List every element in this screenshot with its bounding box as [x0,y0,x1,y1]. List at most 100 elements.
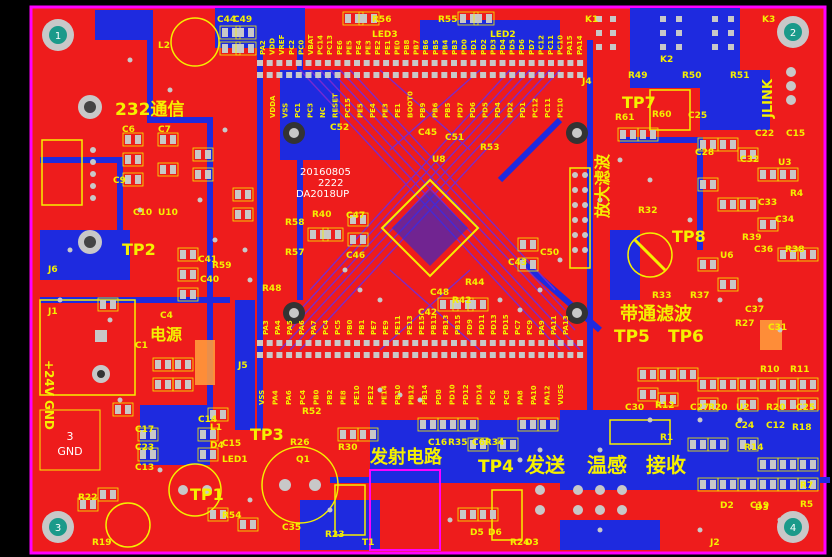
designator-label: L2 [158,41,170,51]
designator-label: C7 [158,125,171,135]
header-pin [499,340,506,346]
label-gnd: GND [42,400,56,430]
second-pin-label: VSS [282,103,290,118]
test-point-tp6: TP6 [668,327,704,347]
header-pin [480,340,487,346]
bottom-pin-label: PA4 [274,320,282,335]
top-pin-label: PD4 [499,39,507,55]
second-pin-label: PD2 [507,102,515,118]
designator-label: R30 [338,443,357,453]
header-pin [509,72,516,78]
header-pin [392,60,399,66]
via [212,237,218,243]
smd-part [137,427,159,442]
lower-pin-label: VSS [258,390,266,405]
designator-label: R56 [372,15,391,25]
designator-label: C45 [418,128,437,138]
header-pin [451,60,457,66]
header-pin [470,352,477,358]
via [497,297,503,303]
designator-label: C30 [625,403,644,413]
designator-label: R53 [480,143,499,153]
header-pin [334,60,341,66]
designator-label: R7 [800,481,813,491]
via [517,307,523,313]
designator-label: R27 [735,319,754,329]
label-232-comm: 232通信 [115,99,185,120]
designator-label: C33 [758,198,777,208]
designator-label: R33 [652,291,671,301]
test-point-tp1: TP1 [190,485,224,504]
header-pin [286,352,293,358]
via [127,57,133,63]
smd-part [232,207,254,222]
smd-part [777,167,799,182]
svg-text:1: 1 [55,31,61,42]
header-pin [548,340,554,346]
header-pin-rows [257,60,584,358]
via [397,392,403,398]
via [597,197,603,203]
designator-label: R11 [790,365,809,375]
header-pin [518,72,525,78]
smd-part [122,132,144,147]
header-pin [431,72,438,78]
second-pin-label: PD7 [457,102,465,118]
bottom-pin-label: PB13 [442,315,450,335]
smd-part [677,367,699,382]
smd-part [697,397,719,412]
smd-part [122,152,144,167]
smd-part [737,437,759,452]
designator-label: LED2 [490,30,516,40]
header-pin [305,60,312,66]
designator-label: R55 [438,15,457,25]
header-pin [402,340,409,346]
header-pin [324,340,331,346]
designator-label: J5 [237,361,248,371]
label-jlink: JLINK [761,78,776,119]
header-pin [412,352,419,358]
designator-label: R26 [290,438,309,448]
svg-text:3: 3 [55,523,61,534]
test-point-tp7: TP7 [622,93,656,112]
designator-label: C6 [122,125,135,135]
designator-label: C37 [745,305,764,315]
bottom-pin-label: PA6 [298,320,306,335]
second-pin-label: PC12 [532,98,540,118]
second-pin-label: PD1 [519,102,527,118]
designator-label: C15 [222,439,241,449]
designator-label: R42 [452,296,471,306]
header-pin [421,352,428,358]
bottom-pin-label: PA5 [286,320,294,335]
smd-part [467,437,489,452]
second-pin-label: PE3 [382,103,390,118]
header-pin [431,340,438,346]
header-pin [295,72,302,78]
header-pin [324,72,331,78]
label-24v: +24V [42,360,56,397]
designator-label: LED3 [372,30,398,40]
smd-part [157,132,179,147]
bottom-pin-label: PC9 [526,320,534,335]
gnd-pad-number: 3 [67,430,74,443]
designator-label: R44 [465,278,484,288]
top-pin-label: PD5 [509,39,517,55]
top-pin-label: PB6 [422,40,430,55]
designator-label: U10 [158,208,178,218]
mount-hole-icon [566,122,588,144]
designator-label: C4 [160,311,173,321]
test-point-tp3: TP3 [250,425,284,444]
lower-pin-label: PA12 [544,385,552,405]
top-pin-label: PC0 [297,40,305,55]
smd-part [797,457,819,472]
header-pin [392,72,399,78]
header-pin [577,340,584,346]
designator-label: C1 [135,341,148,351]
via [342,267,348,273]
header-pin [354,72,360,78]
smd-part [357,427,379,442]
designator-label: U3 [778,158,792,168]
designator-label: R58 [285,218,304,228]
header-pin [276,60,283,66]
